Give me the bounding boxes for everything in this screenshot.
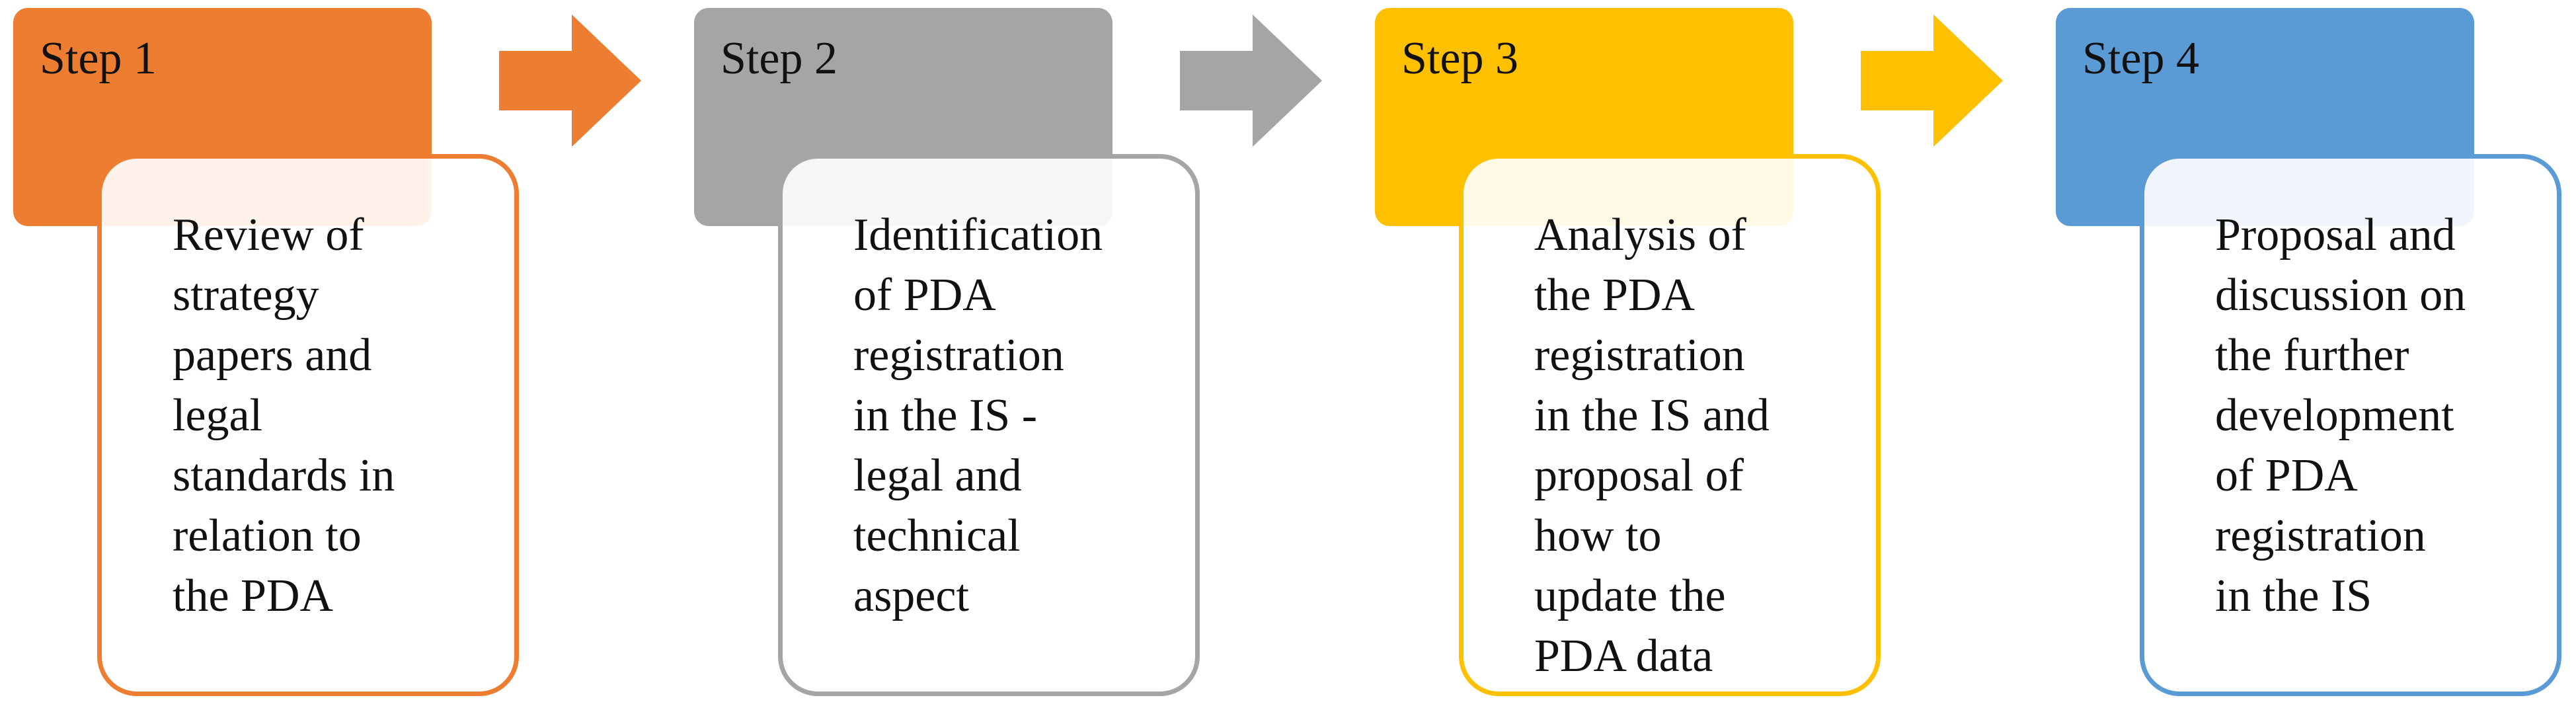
step-2-line: Identification xyxy=(853,210,1103,260)
step-2-line: aspect xyxy=(853,571,969,621)
step-3-description: Analysis of the PDA registration in the … xyxy=(1534,205,1865,686)
step-3: Step 3 Analysis of the PDA registration … xyxy=(1362,0,2043,710)
step-2-line: technical xyxy=(853,510,1021,561)
step-2-line: registration xyxy=(853,330,1064,381)
step-3-card: Analysis of the PDA registration in the … xyxy=(1459,154,1881,696)
step-3-line: registration xyxy=(1534,330,1745,381)
step-2-card: Identification of PDA registration in th… xyxy=(778,154,1200,696)
step-2-line: legal and xyxy=(853,450,1022,501)
step-1-line: relation to xyxy=(173,510,362,561)
step-3-line: update the xyxy=(1534,571,1726,621)
step-4-description: Proposal and discussion on the further d… xyxy=(2215,205,2546,626)
step-2: Step 2 Identification of PDA registratio… xyxy=(681,0,1362,710)
step-4: Step 4 Proposal and discussion on the fu… xyxy=(2043,0,2576,710)
step-3-line: Analysis of xyxy=(1534,210,1746,260)
step-1-line: standards in xyxy=(173,450,395,501)
step-1-line: strategy xyxy=(173,270,319,321)
step-1-line: papers and xyxy=(173,330,372,381)
arrow-1-icon xyxy=(499,15,641,147)
step-4-line: in the IS xyxy=(2215,571,2372,621)
arrow-3-icon xyxy=(1861,15,2003,147)
step-4-line: development xyxy=(2215,390,2454,441)
step-3-label: Step 3 xyxy=(1401,33,1518,84)
step-4-line: registration xyxy=(2215,510,2426,561)
step-2-line: of PDA xyxy=(853,270,996,321)
step-4-card: Proposal and discussion on the further d… xyxy=(2140,154,2561,696)
arrow-2-icon xyxy=(1180,15,1322,147)
step-3-line: the PDA xyxy=(1534,270,1696,321)
step-1: Step 1 Review of strategy papers and leg… xyxy=(0,0,681,710)
step-1-line: legal xyxy=(173,390,263,441)
step-3-line: proposal of xyxy=(1534,450,1744,501)
step-4-label: Step 4 xyxy=(2082,33,2199,84)
step-1-card: Review of strategy papers and legal stan… xyxy=(97,154,519,696)
step-3-line: PDA data xyxy=(1534,631,1713,682)
step-1-label: Step 1 xyxy=(40,33,157,84)
step-2-label: Step 2 xyxy=(721,33,838,84)
step-4-line: of PDA xyxy=(2215,450,2358,501)
step-3-line: in the IS and xyxy=(1534,390,1770,441)
step-1-description: Review of strategy papers and legal stan… xyxy=(173,205,503,626)
step-2-description: Identification of PDA registration in th… xyxy=(853,205,1184,626)
step-4-line: discussion on xyxy=(2215,270,2466,321)
step-4-line: Proposal and xyxy=(2215,210,2456,260)
step-3-line: how to xyxy=(1534,510,1662,561)
step-1-line: the PDA xyxy=(173,571,334,621)
step-4-line: the further xyxy=(2215,330,2409,381)
step-2-line: in the IS - xyxy=(853,390,1038,441)
step-1-line: Review of xyxy=(173,210,364,260)
